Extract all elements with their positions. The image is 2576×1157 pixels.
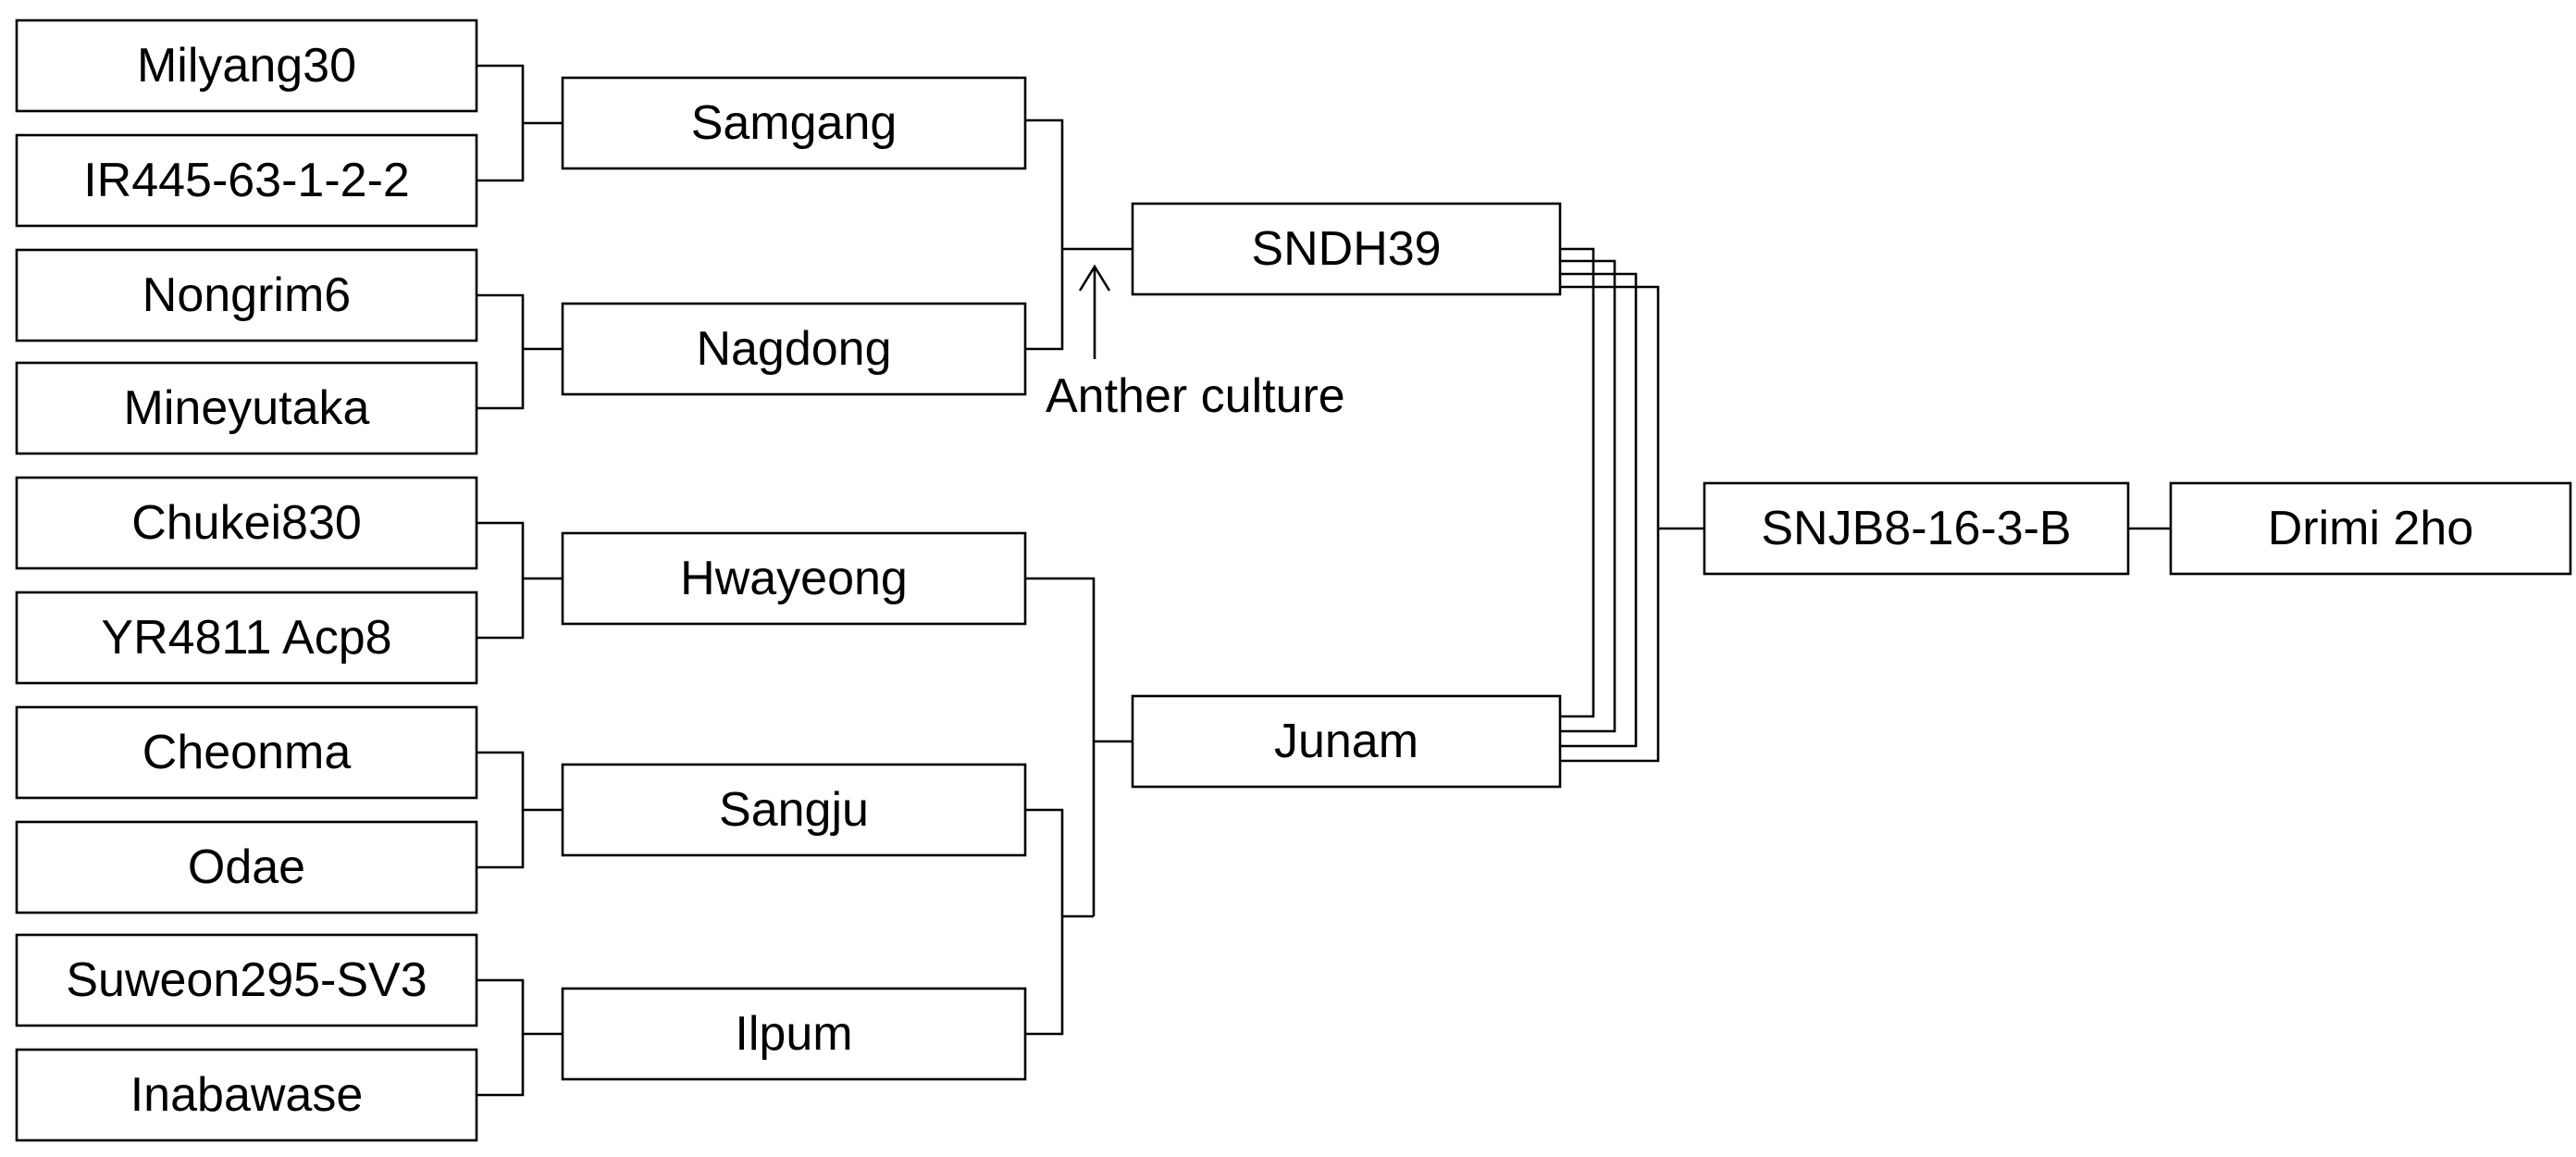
svg-text:Sangju: Sangju <box>719 783 869 837</box>
svg-text:Junam: Junam <box>1274 715 1418 768</box>
svg-text:Samgang: Samgang <box>691 96 898 150</box>
node-hwayeong: Hwayeong <box>561 531 1027 626</box>
svg-text:Nongrim6: Nongrim6 <box>142 268 351 322</box>
node-sangju: Sangju <box>561 763 1027 857</box>
edge-cheonma-odae-to-sangju <box>477 751 563 869</box>
svg-text:IR445-63-1-2-2: IR445-63-1-2-2 <box>83 154 410 207</box>
svg-text:Cheonma: Cheonma <box>142 726 352 779</box>
edge-nongrim6-mineyutaka-to-nagdong <box>477 293 563 410</box>
node-mineyutaka: Mineyutaka <box>15 361 478 455</box>
edge-sangju-ilpum-bracket <box>1025 808 1094 1036</box>
node-nongrim6: Nongrim6 <box>15 248 478 342</box>
node-samgang: Samgang <box>561 76 1027 170</box>
svg-text:Odae: Odae <box>188 840 305 894</box>
svg-text:Drimi 2ho: Drimi 2ho <box>2268 502 2474 555</box>
node-cheonma: Cheonma <box>15 705 478 800</box>
svg-text:Milyang30: Milyang30 <box>137 39 356 93</box>
node-yr4811-acp8: YR4811 Acp8 <box>15 591 478 685</box>
backcross-line-4 <box>1560 285 1660 763</box>
node-milyang30: Milyang30 <box>15 19 478 113</box>
edge-chukei830-yr4811-to-hwayeong <box>477 521 563 640</box>
node-nagdong: Nagdong <box>561 302 1027 396</box>
svg-text:Suweon295-SV3: Suweon295-SV3 <box>66 953 427 1007</box>
svg-text:Chukei830: Chukei830 <box>131 496 362 550</box>
anther-culture-arrow <box>1078 264 1111 359</box>
edge-milyang30-ir445-to-samgang <box>477 64 563 182</box>
svg-text:SNDH39: SNDH39 <box>1251 222 1441 276</box>
svg-text:SNJB8-16-3-B: SNJB8-16-3-B <box>1761 502 2071 555</box>
node-snjb8-16-3-b: SNJB8-16-3-B <box>1703 481 2130 576</box>
node-suweon295-sv3: Suweon295-SV3 <box>15 933 478 1027</box>
edge-hwayeong-to-junam <box>1025 577 1133 916</box>
node-junam: Junam <box>1131 694 1562 789</box>
node-ilpum: Ilpum <box>561 987 1027 1081</box>
edge-samgang-nagdong-to-sndh39 <box>1025 118 1133 351</box>
svg-text:Hwayeong: Hwayeong <box>680 552 908 605</box>
backcross-line-1 <box>1560 247 1595 718</box>
edge-suweon295-inabawase-to-ilpum <box>477 978 563 1097</box>
backcross-line-2 <box>1560 259 1616 733</box>
node-drimi-2ho: Drimi 2ho <box>2169 481 2572 576</box>
backcross-line-3 <box>1560 272 1638 748</box>
svg-text:YR4811 Acp8: YR4811 Acp8 <box>101 611 391 665</box>
svg-text:Nagdong: Nagdong <box>696 322 891 376</box>
node-ir445-63-1-2-2: IR445-63-1-2-2 <box>15 133 478 228</box>
node-inabawase: Inabawase <box>15 1048 478 1142</box>
node-sndh39: SNDH39 <box>1131 202 1562 296</box>
node-odae: Odae <box>15 820 478 914</box>
svg-text:Ilpum: Ilpum <box>735 1007 852 1061</box>
anther-culture-label: Anther culture <box>1046 369 1345 423</box>
node-chukei830: Chukei830 <box>15 476 478 570</box>
svg-text:Inabawase: Inabawase <box>130 1068 364 1122</box>
svg-text:Mineyutaka: Mineyutaka <box>124 381 370 435</box>
